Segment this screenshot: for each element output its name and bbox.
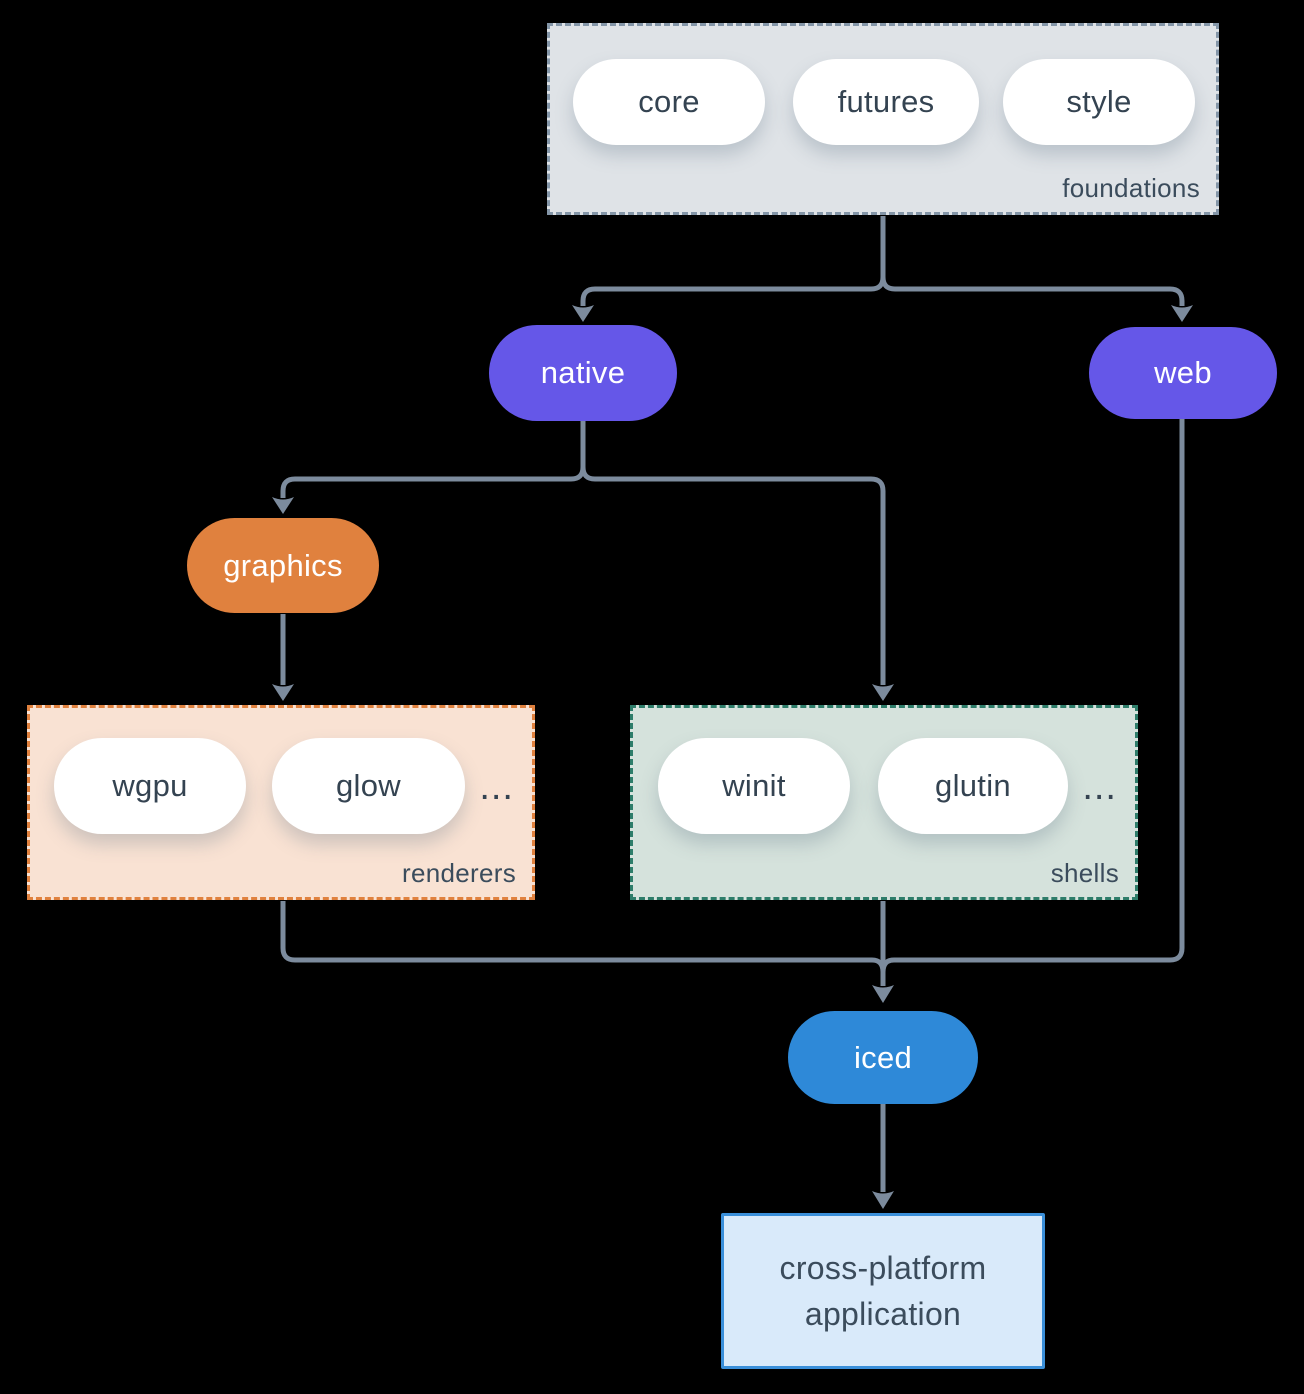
application-label-line1: cross-platform — [779, 1249, 987, 1286]
pill-winit-label: winit — [722, 768, 786, 803]
pill-style-label: style — [1066, 84, 1132, 119]
pill-core: core — [573, 59, 765, 145]
node-native-label: native — [540, 355, 626, 390]
group-shells: winit glutin ... shells — [630, 705, 1138, 900]
node-cross-platform-application: cross-platform application — [721, 1213, 1045, 1369]
group-foundations-label: foundations — [1062, 173, 1200, 203]
pill-core-label: core — [638, 84, 700, 119]
application-label-line2: application — [804, 1296, 962, 1332]
pill-glutin-label: glutin — [935, 768, 1011, 803]
node-native: native — [489, 325, 677, 421]
pill-glow-label: glow — [336, 768, 401, 803]
group-renderers-label: renderers — [402, 858, 516, 888]
renderers-ellipsis: ... — [479, 766, 514, 808]
pill-futures-label: futures — [837, 84, 935, 119]
pill-futures: futures — [793, 59, 979, 145]
pill-wgpu-label: wgpu — [112, 768, 188, 803]
pill-glow: glow — [272, 738, 465, 834]
group-renderers: wgpu glow ... renderers — [27, 705, 535, 900]
node-web-label: web — [1154, 355, 1212, 390]
pill-glutin: glutin — [878, 738, 1068, 834]
pill-style: style — [1003, 59, 1195, 145]
node-iced: iced — [788, 1011, 978, 1104]
node-graphics-label: graphics — [223, 547, 343, 583]
node-graphics: graphics — [187, 518, 379, 613]
pill-wgpu: wgpu — [54, 738, 246, 834]
group-foundations: core futures style foundations — [547, 23, 1219, 215]
shells-ellipsis: ... — [1082, 766, 1117, 808]
node-iced-label: iced — [853, 1039, 913, 1075]
group-shells-label: shells — [1050, 858, 1119, 888]
node-web: web — [1089, 327, 1277, 419]
pill-winit: winit — [658, 738, 850, 834]
